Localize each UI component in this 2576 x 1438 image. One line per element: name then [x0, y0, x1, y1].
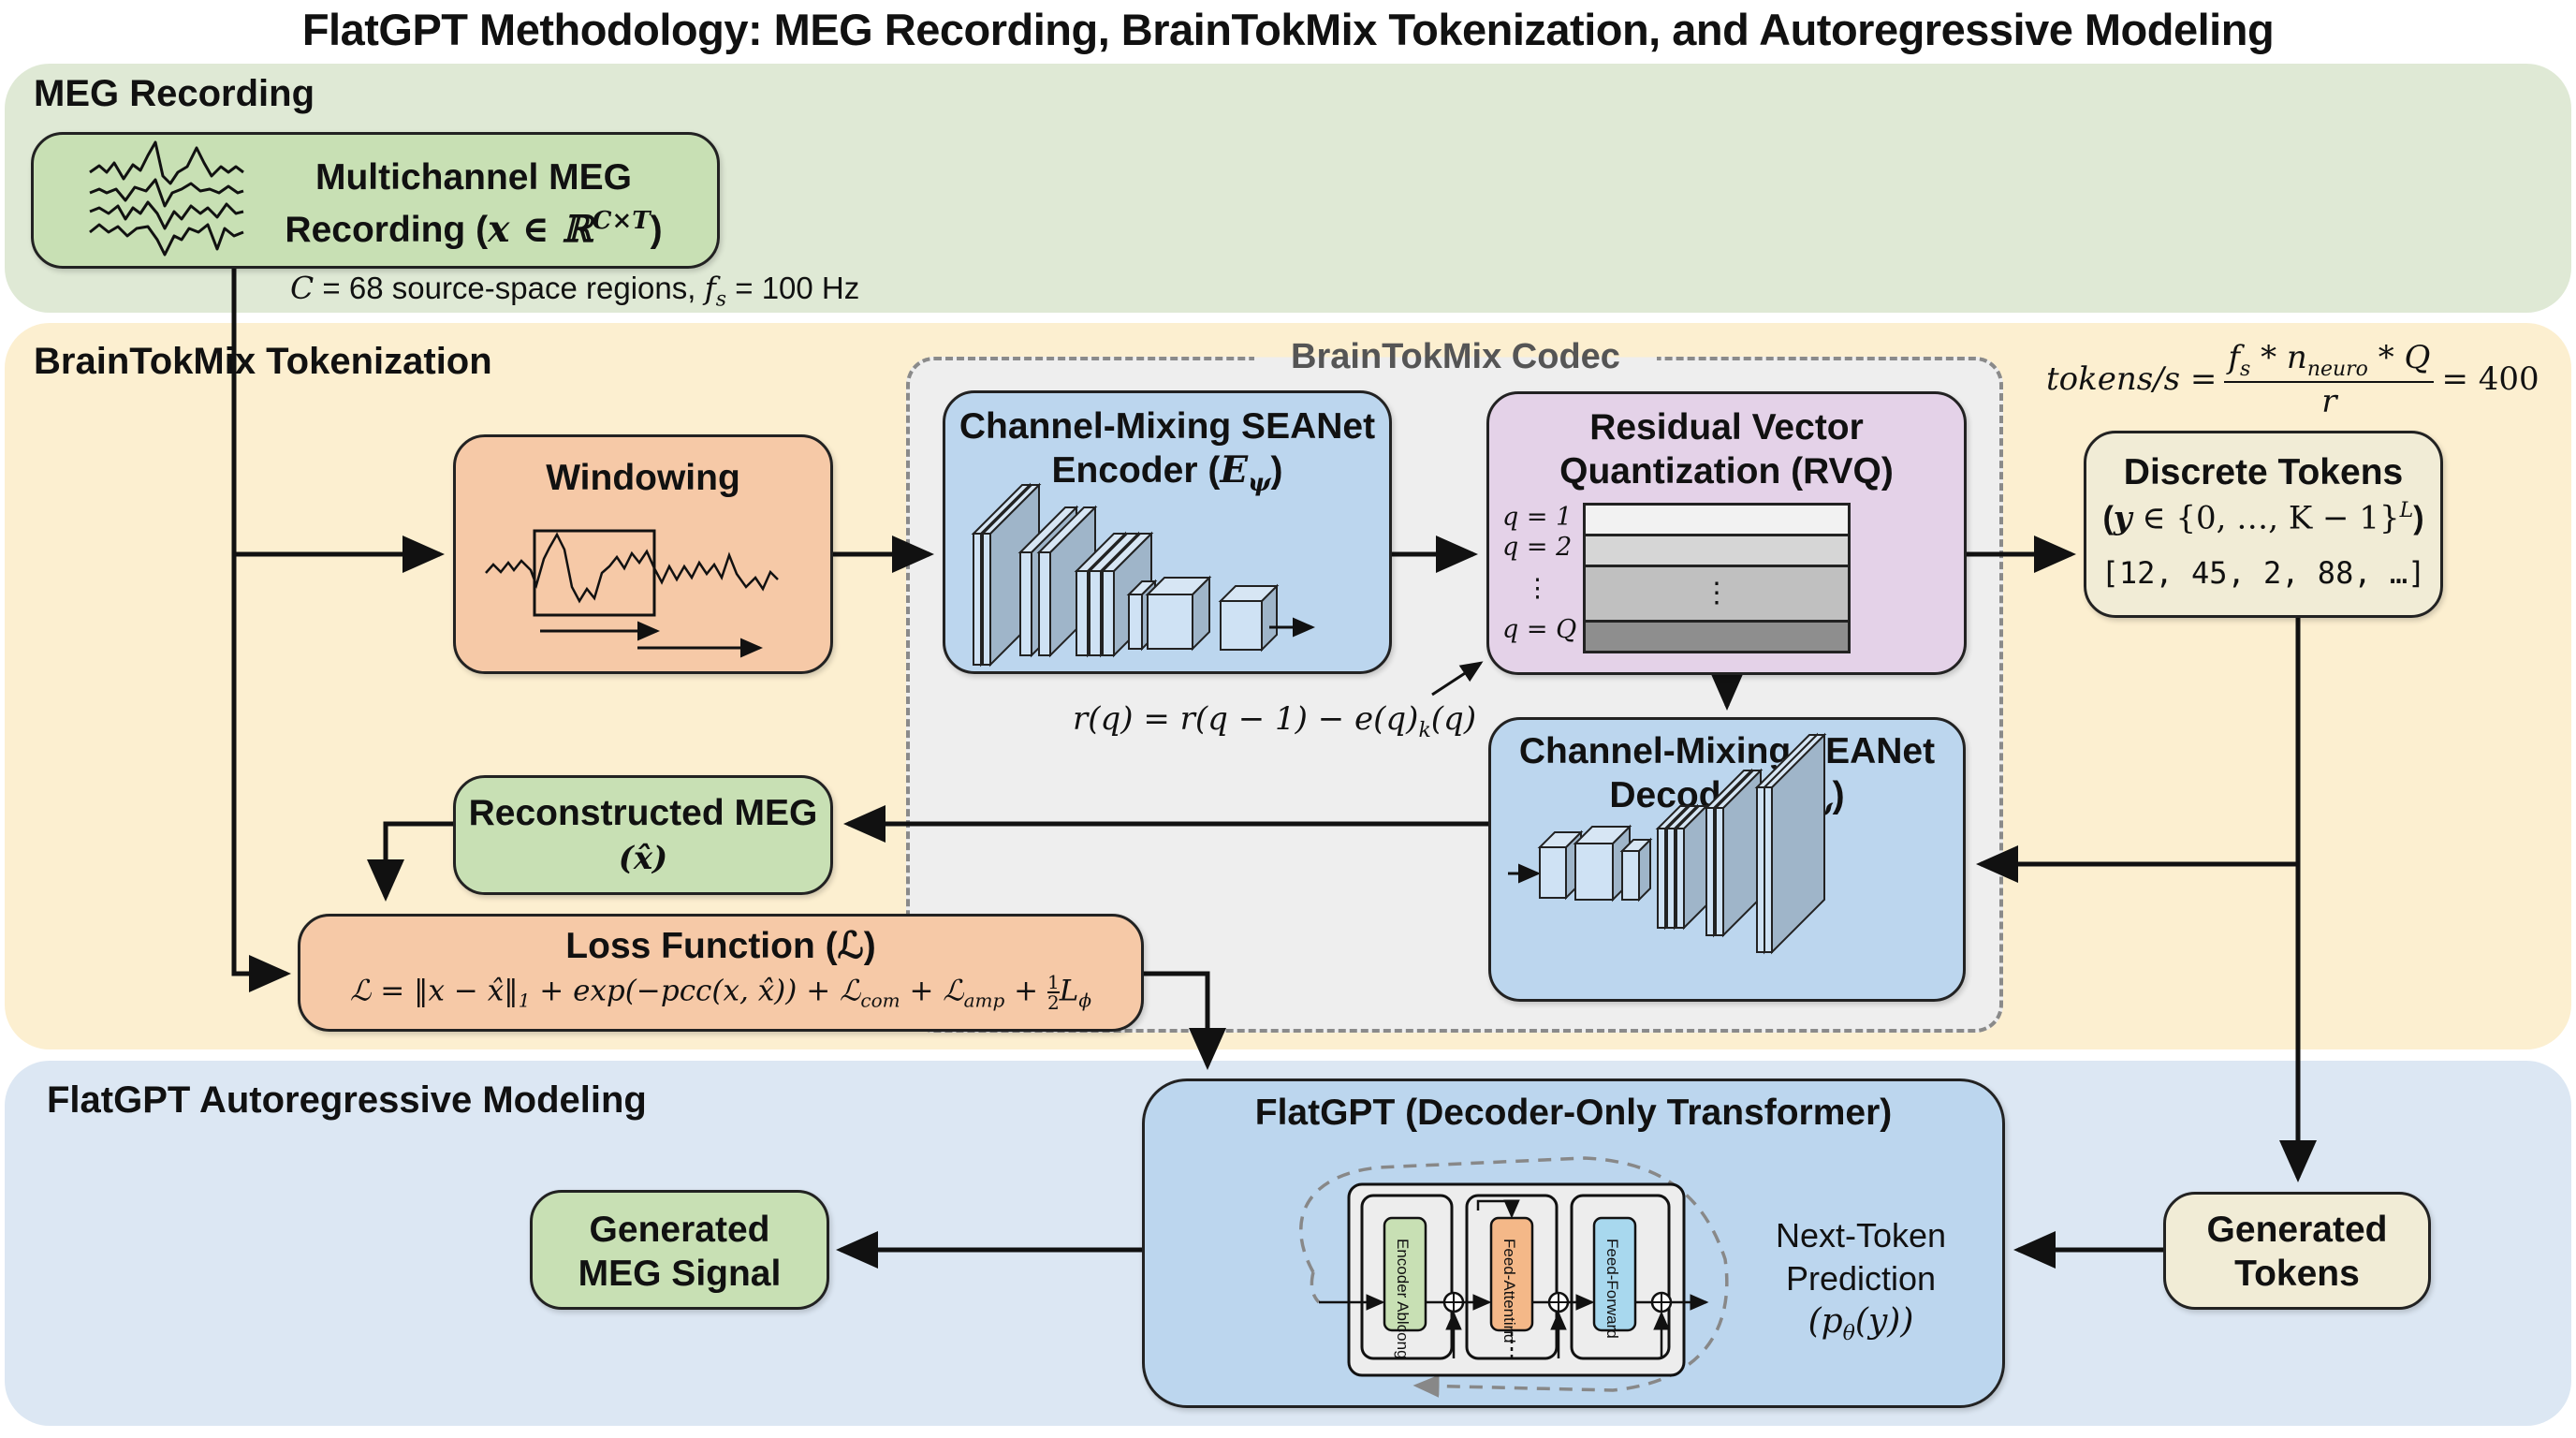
- trunk-line: [231, 268, 291, 992]
- reconstructed-meg-box[interactable]: Reconstructed MEG (x̂): [453, 775, 833, 895]
- discrete-tokens-title: Discrete Tokens: [2123, 452, 2404, 492]
- arrow-reconstructed-to-loss: [367, 821, 453, 902]
- decoder-title-line1: Channel-Mixing SEANet: [1518, 731, 1936, 771]
- generated-tokens-box[interactable]: Generated Tokens: [2163, 1192, 2431, 1310]
- discrete-tokens-box[interactable]: Discrete Tokens (y ∈ {0, …, K − 1}L) [12…: [2084, 431, 2443, 618]
- codebook-level-1[interactable]: [1586, 506, 1848, 536]
- windowing-box[interactable]: Windowing: [453, 434, 833, 674]
- block-encoder-label: Encoder Ablcong: [1394, 1239, 1412, 1359]
- encoder-layers-icon: [971, 482, 1315, 668]
- meg-waveform-icon: [89, 140, 244, 257]
- codec-label: BrainTokMix Codec: [1254, 337, 1657, 377]
- windowing-title: Windowing: [546, 458, 740, 498]
- codebook-stack: ⋮: [1583, 503, 1851, 653]
- section-label-autoregressive: FlatGPT Autoregressive Modeling: [47, 1079, 647, 1121]
- figure-title: FlatGPT Methodology: MEG Recording, Brai…: [301, 5, 2275, 54]
- token-example-sequence: [12, 45, 2, 88, …]: [2100, 555, 2426, 591]
- generated-meg-line1: Generated: [589, 1210, 770, 1250]
- generated-meg-box[interactable]: Generated MEG Signal: [530, 1190, 829, 1310]
- generated-tokens-line1: Generated: [2206, 1210, 2388, 1250]
- loss-title: Loss Function (ℒ): [565, 926, 876, 966]
- rvq-level-labels: q = 1 q = 2 ⋮ q = Q: [1502, 503, 1577, 644]
- rate-fraction: fs * nneuro * Q r: [2224, 339, 2435, 420]
- reconstructed-title: Reconstructed MEG: [468, 793, 818, 833]
- loss-function-box[interactable]: Loss Function (ℒ) ℒ = ‖x − x̂‖1 + exp(−p…: [298, 914, 1144, 1032]
- multichannel-meg-box[interactable]: Multichannel MEG Recording (x ∈ ℝC×T): [31, 132, 720, 269]
- loss-formula: ℒ = ‖x − x̂‖1 + exp(−pcc(x, x̂)) + ℒcom …: [350, 971, 1091, 1014]
- generated-tokens-line2: Tokens: [2234, 1254, 2360, 1294]
- decoder-layers-icon: [1508, 732, 1827, 955]
- token-set-notation: (y ∈ {0, …, K − 1}L): [2102, 499, 2424, 537]
- generated-meg-line2: MEG Signal: [578, 1254, 782, 1294]
- decoder-layer: [1674, 803, 1709, 931]
- next-token-prediction: Next-Token Prediction (pθ(y)): [1775, 1216, 1947, 1346]
- codebook-levels-ellipsis: ⋮: [1586, 567, 1848, 623]
- meg-box-title-line1: Multichannel MEG: [315, 157, 632, 198]
- block-attention-label: Feed-Attentind: [1500, 1239, 1518, 1343]
- decoder-layer: [1573, 824, 1632, 902]
- encoder-layer: [1145, 575, 1212, 652]
- codebook-level-2[interactable]: [1586, 536, 1848, 567]
- encoder-layer: [1218, 583, 1280, 653]
- section-label-recording: MEG Recording: [34, 73, 315, 114]
- arrow-loss-to-flatgpt: [1144, 971, 1226, 1070]
- autoregressive-loop-dashed: [1299, 1156, 1729, 1398]
- rvq-box[interactable]: Residual Vector Quantization (RVQ) ⋮ q =…: [1486, 391, 1967, 675]
- block-encoder: [1383, 1216, 1427, 1332]
- window-signal-icon: [485, 529, 779, 658]
- encoder-title-line2: Encoder (Eψ): [1051, 448, 1283, 497]
- reconstructed-symbol: (x̂): [618, 840, 668, 877]
- rvq-title-line2: Quantization (RVQ): [1559, 451, 1894, 492]
- meg-box-title-line2: Recording (x ∈ ℝC×T): [285, 207, 663, 251]
- residual-pointer-arrow: [1431, 661, 1484, 697]
- section-label-tokenization: BrainTokMix Tokenization: [34, 341, 492, 382]
- flatgpt-box[interactable]: FlatGPT (Decoder-Only Transformer): [1142, 1078, 2005, 1408]
- transformer-block-diagram: Encoder Ablcong Feed-Attentind Feed-Forw…: [1299, 1156, 1729, 1398]
- block-feed-forward: [1592, 1216, 1637, 1332]
- flatgpt-title: FlatGPT (Decoder-Only Transformer): [1254, 1093, 1893, 1133]
- rvq-title-line1: Residual Vector: [1589, 407, 1864, 448]
- block-feedforward-label: Feed-Forward: [1603, 1239, 1621, 1339]
- decoder-layer: [1762, 732, 1827, 955]
- encoder-box[interactable]: Channel-Mixing SEANet Encoder (Eψ): [943, 390, 1392, 674]
- token-rate-formula: tokens/s = fs * nneuro * Q r = 400: [2046, 339, 2539, 420]
- encoder-title-line1: Channel-Mixing SEANet: [959, 406, 1376, 447]
- decoder-layer: [1619, 837, 1653, 902]
- codebook-level-Q[interactable]: [1586, 623, 1848, 651]
- recording-parameters-note: C = 68 source-space regions, fs = 100 Hz: [290, 270, 860, 312]
- decoder-box[interactable]: Channel-Mixing SEANet Decoder (Dψ): [1488, 717, 1966, 1002]
- residual-formula: r(q) = r(q − 1) − e(q)k(q): [1073, 700, 1477, 742]
